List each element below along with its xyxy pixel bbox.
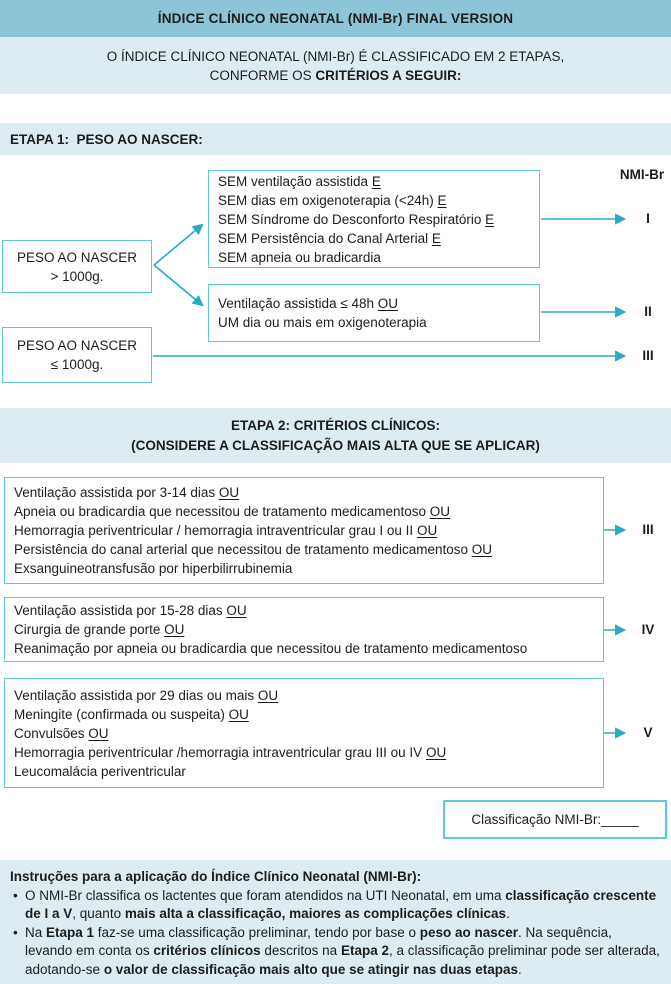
text-line: Ventilação assistida por 29 dias ou mais… [14, 687, 279, 703]
etapa2-flowchart: Ventilação assistida por 3-14 dias OU Apn… [0, 463, 671, 860]
result-label-i: I [646, 211, 650, 226]
text-line: SEM dias em oxigenoterapia (<24h) E [218, 192, 447, 208]
text-line: Apneia ou bradicardia que necessitou de … [14, 504, 451, 519]
text-line: PESO AO NASCER [16, 249, 138, 265]
fork-arrow-down [153, 264, 204, 307]
text-line: Persistência do canal arterial que neces… [14, 542, 493, 557]
text-line: Meningite (confirmada ou suspeita) OU [14, 706, 249, 722]
result-label-iv: IV [641, 622, 655, 637]
etapa2-heading-line-1: ETAPA 2: CRITÉRIOS CLÍNICOS: [230, 417, 440, 433]
classification-result-box: Classificação NMI-Br:_____ [443, 800, 667, 839]
text-line: Ventilação assistida ≤ 48h OU [218, 296, 399, 311]
intro-line-2: CONFORME OS CRITÉRIOS A SEGUIR: [209, 67, 462, 83]
text-line: Leucomalácia periventricular [14, 763, 186, 779]
nmi-br-column-label: NMI-Br [619, 167, 665, 182]
criteria-box-class-iii: Ventilação assistida por 3-14 dias OU Apn… [4, 477, 604, 584]
criteria-box-class-v: Ventilação assistida por 29 dias ou mais… [4, 678, 604, 788]
text-line: SEM ventilação assistida E [218, 173, 381, 189]
text-line: > 1000g. [50, 268, 104, 284]
text-line: SEM Persistência do Canal Arterial E [218, 230, 441, 246]
instruction-bullet-1: • O NMI-Br classifica os lactentes que f… [10, 887, 661, 924]
intro-line-1: O ÍNDICE CLÍNICO NEONATAL (NMI-Br) É CLA… [106, 48, 565, 64]
text-line: SEM Síndrome do Desconforto Respiratório… [218, 211, 495, 227]
etapa1-arrows [153, 213, 627, 362]
page-title: ÍNDICE CLÍNICO NEONATAL (NMI-Br) FINAL V… [0, 0, 671, 37]
result-label-iii-etapa1: III [642, 348, 654, 363]
instruction-bullet-2: • Na Etapa 1 faz-se uma classificação pr… [10, 924, 661, 980]
text-line: PESO AO NASCER [16, 338, 138, 353]
etapa2-heading-line-2: (CONSIDERE A CLASSIFICAÇÃO MAIS ALTA QUE… [131, 437, 540, 453]
text-line: Cirurgia de grande porte OU [14, 622, 185, 637]
fork-arrow-up [153, 223, 204, 266]
etapa1-flowchart: NMI-Br SEM ventilação assistida E SEM dia… [0, 155, 671, 408]
instruction-bullet-2-text: Na Etapa 1 faz-se uma classificação prel… [25, 924, 660, 977]
instructions-title: Instruções para a aplicação do Índice Cl… [10, 869, 422, 884]
criteria-box-class-i: SEM ventilação assistida E SEM dias em ox… [208, 170, 540, 268]
text-line: Exsanguineotransfusão por hiperbilirrubi… [14, 561, 293, 576]
etapa1-heading: ETAPA 1: PESO AO NASCER: [0, 123, 671, 155]
criteria-box-class-ii: Ventilação assistida ≤ 48h OU UM dia ou m… [208, 284, 540, 342]
result-label-iii-etapa2: III [642, 522, 654, 537]
text-line: ≤ 1000g. [50, 357, 104, 372]
text-line: Reanimação por apneia ou bradicardia que… [14, 641, 528, 656]
result-label-v: V [643, 725, 653, 740]
classification-result-label: Classificação NMI-Br:_____ [471, 812, 639, 827]
bullet-marker: • [13, 924, 18, 940]
text-line: SEM apneia ou bradicardia [218, 249, 381, 265]
text-line: Convulsões OU [14, 725, 109, 741]
instruction-bullet-1-text: O NMI-Br classifica os lactentes que for… [25, 887, 657, 922]
instructions-section: Instruções para a aplicação do Índice Cl… [0, 860, 671, 984]
text-line: Hemorragia periventricular / hemorragia … [14, 523, 438, 538]
text-line: Ventilação assistida por 3-14 dias OU [14, 485, 240, 500]
weight-box-under-1000g: PESO AO NASCER ≤ 1000g. [2, 327, 152, 383]
weight-box-over-1000g: PESO AO NASCER > 1000g. [2, 240, 152, 293]
text-line: Hemorragia periventricular /hemorragia i… [14, 744, 447, 760]
result-label-ii: II [644, 304, 652, 319]
intro-text: O ÍNDICE CLÍNICO NEONATAL (NMI-Br) É CLA… [0, 37, 671, 94]
text-line: UM dia ou mais em oxigenoterapia [218, 315, 427, 330]
text-line: Ventilação assistida por 15-28 dias OU [14, 603, 247, 618]
etapa2-heading: ETAPA 2: CRITÉRIOS CLÍNICOS: (CONSIDERE … [0, 408, 671, 463]
etapa2-arrows [602, 524, 627, 739]
bullet-marker: • [13, 887, 18, 903]
criteria-box-class-iv: Ventilação assistida por 15-28 dias OU Ci… [4, 597, 604, 662]
